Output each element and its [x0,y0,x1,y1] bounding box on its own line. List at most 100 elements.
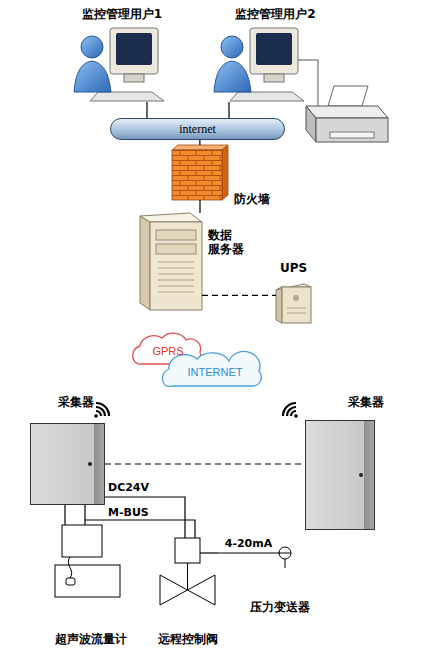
flowmeter-node: 超声波流量计 [55,525,120,597]
pressure-transmitter-icon [279,553,291,568]
connector-line [64,505,65,525]
user-icon [74,61,111,92]
firewall-icon [222,145,228,200]
internet-pipe: internet [110,118,285,140]
valve-icon [188,575,216,605]
server-node: 数据 服务器 [140,213,202,310]
ups-node: UPS [276,284,311,323]
node-label: 超声波流量计 [55,632,127,646]
ups-icon [293,295,299,301]
collector-cabinet: 采集器 [305,420,375,530]
connector-line [105,463,305,464]
signal-label: 4-20mA [223,537,275,550]
flowmeter-icon [55,525,120,597]
bus-label: M-BUS [108,506,149,519]
wireless-icon [96,407,105,416]
ups-icon [276,284,311,323]
flowmeter-icon [62,525,102,557]
user-icon [116,33,152,65]
connector-line [146,102,147,118]
wireless-icon [283,403,298,418]
connector-line [202,295,276,296]
flowmeter-icon [55,565,120,597]
valve-icon [160,538,218,605]
user-icon [264,74,284,82]
user-icon [74,28,164,101]
wireless-icon [96,411,101,416]
user-icon [124,74,144,82]
user-icon [230,92,304,101]
flowmeter-icon [68,557,71,578]
wireless-icon [291,411,296,416]
valve-icon [160,575,188,605]
connector-line [228,102,229,118]
printer-icon [306,106,388,118]
node-label: 监控管理用户1 [82,7,162,21]
node-label: 采集器 [348,395,384,409]
user-icon [221,36,243,58]
wireless-icon [294,414,298,418]
user-icon [250,28,298,74]
node-label: 监控管理用户2 [235,7,315,21]
node-label: 采集器 [58,395,94,409]
valve-node: 远程控制阀 [158,538,218,608]
user-node: 监控管理用户1 [75,22,165,102]
user-icon [90,92,164,101]
printer-icon [298,60,388,142]
pressure-node: 压力变送器 [279,547,291,569]
wireless-icon [287,407,296,416]
server-icon [140,213,202,310]
printer-icon [330,132,374,138]
node-label: 防火墙 [234,192,270,206]
printer-icon [316,118,388,142]
server-icon [156,244,196,254]
wireless-icon [96,403,109,416]
server-icon [140,213,202,222]
server-icon [158,262,194,292]
ups-icon [276,287,282,323]
node-label: internet [179,122,216,136]
power-label: DC24V [108,481,149,494]
pressure-transmitter-icon [279,547,291,568]
server-icon [140,216,150,310]
ups-icon [282,287,311,323]
valve-icon [200,552,218,553]
server-icon [156,230,196,240]
firewall-icon [172,145,228,150]
valve-icon [175,538,200,563]
printer-icon [306,106,316,142]
user-icon [81,36,103,58]
ups-icon [287,308,306,313]
printer-icon [298,60,318,106]
connector-line [199,200,200,213]
internet-cloud-node: INTERNET [165,360,265,386]
node-label: 数据 服务器 [208,228,245,257]
printer-icon [328,86,368,106]
flowmeter-icon [66,578,75,585]
node-label: 远程控制阀 [158,632,218,646]
node-label: GPRS [152,345,183,358]
node-label: INTERNET [188,366,243,379]
user-icon [110,28,158,74]
node-label: 压力变送器 [250,600,310,614]
wireless-icon [94,403,109,418]
node-label: UPS [280,261,307,275]
wireless-icon [94,414,98,418]
firewall-icon [172,145,228,200]
user-icon [214,61,251,92]
wireless-icon [283,403,296,416]
firewall-node: 防火墙 [172,145,228,200]
gprs-cloud-node: GPRS [138,340,198,364]
connector-line [218,552,279,553]
firewall-icon [172,150,222,200]
connector-line [199,140,200,145]
valve-icon [187,563,188,590]
collector-cabinet: 采集器 [30,423,105,505]
user-icon [214,28,304,101]
user-icon [256,33,292,65]
user-node: 监控管理用户2 [210,22,305,102]
